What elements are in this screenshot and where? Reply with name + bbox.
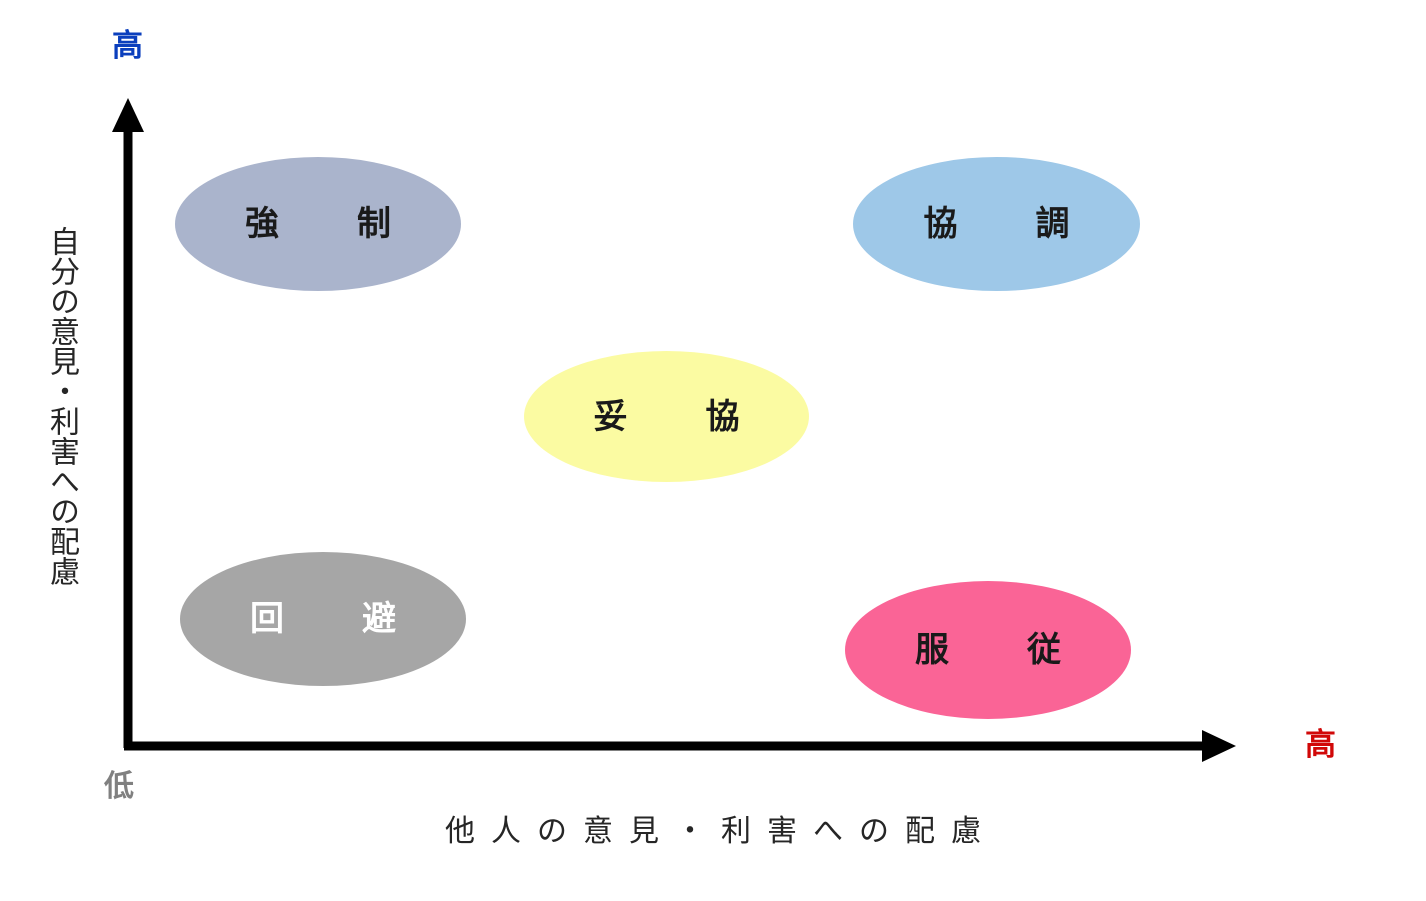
bubble-accommodating: 服 従 (845, 581, 1131, 719)
y-axis-title: 自分の意見・利害への配慮 (45, 226, 78, 586)
y-axis-high-label: 高 (112, 28, 143, 63)
bubble-forcing: 強 制 (175, 157, 461, 291)
x-axis-high-label: 高 (1305, 727, 1336, 762)
origin-low-label: 低 (104, 770, 134, 803)
bubble-compromising-label: 妥 協 (593, 397, 762, 436)
bubble-avoiding: 回 避 (180, 552, 466, 686)
bubble-forcing-label: 強 制 (245, 205, 413, 243)
bubble-collaborating-label: 協 調 (923, 205, 1092, 243)
bubble-avoiding-label: 回 避 (250, 600, 418, 638)
x-axis-arrowhead (1202, 730, 1236, 762)
bubble-accommodating-label: 服 従 (915, 631, 1083, 669)
x-axis-title: 他人の意見・利害への配慮 (445, 815, 997, 848)
bubble-collaborating: 協 調 (853, 157, 1140, 291)
y-axis-arrowhead (112, 98, 144, 132)
bubble-compromising: 妥 協 (524, 351, 809, 482)
